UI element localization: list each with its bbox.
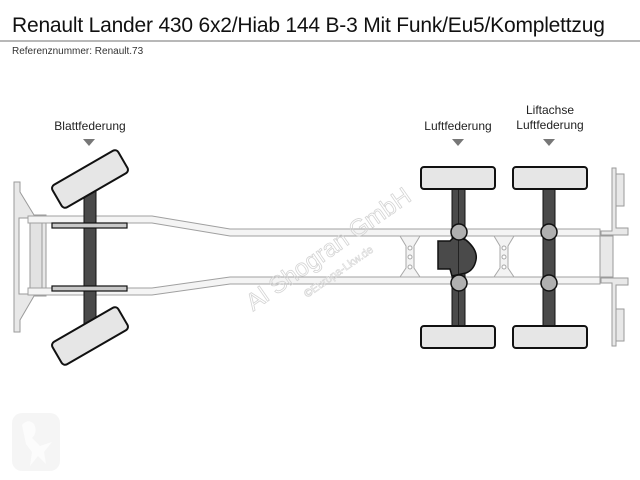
crossmember-2 (493, 235, 515, 278)
rear-axle-1-arrow-icon (452, 139, 464, 146)
rear-axle-2-arrow-icon (543, 139, 555, 146)
rear-bumper (599, 167, 629, 347)
front-bumper (13, 181, 47, 333)
crossmember-1 (399, 235, 421, 278)
watermark-company: Al Shogran GmbH (241, 183, 416, 317)
title-divider (0, 40, 640, 42)
front-axle-arrow-icon (83, 139, 95, 146)
rear-2-right-tire (512, 325, 588, 349)
front-right-tire (51, 306, 129, 366)
page-title: Renault Lander 430 6x2/Hiab 144 B-3 Mit … (12, 14, 605, 37)
front-axle-label-text: Blattfederung (54, 119, 126, 133)
front-left-tire (51, 149, 129, 209)
logo-watermark-icon (12, 413, 60, 471)
rear-axle-2-label-line2: Luftfederung (516, 118, 584, 132)
rear-axle-1 (420, 166, 496, 349)
front-axle-label: Blattfederung (40, 119, 140, 134)
rear-axle-1-label: Luftfederung (408, 119, 508, 134)
reference-number: Referenznummer: Renault.73 (12, 46, 144, 57)
differential (437, 235, 478, 277)
rear-axle-2-label-line1: Liftachse (525, 103, 575, 117)
rear-2-left-tire (512, 166, 588, 190)
rear-1-right-tire (420, 325, 496, 349)
rear-axle-2 (512, 166, 588, 349)
rear-axle-2-label: Liftachse Luftfederung (500, 103, 600, 133)
rear-axle-1-label-text: Luftfederung (424, 119, 492, 133)
rear-1-left-tire (420, 166, 496, 190)
watermark: Al Shogran GmbH ©Europa-Lkw.de (241, 182, 417, 317)
front-axle (51, 149, 129, 366)
